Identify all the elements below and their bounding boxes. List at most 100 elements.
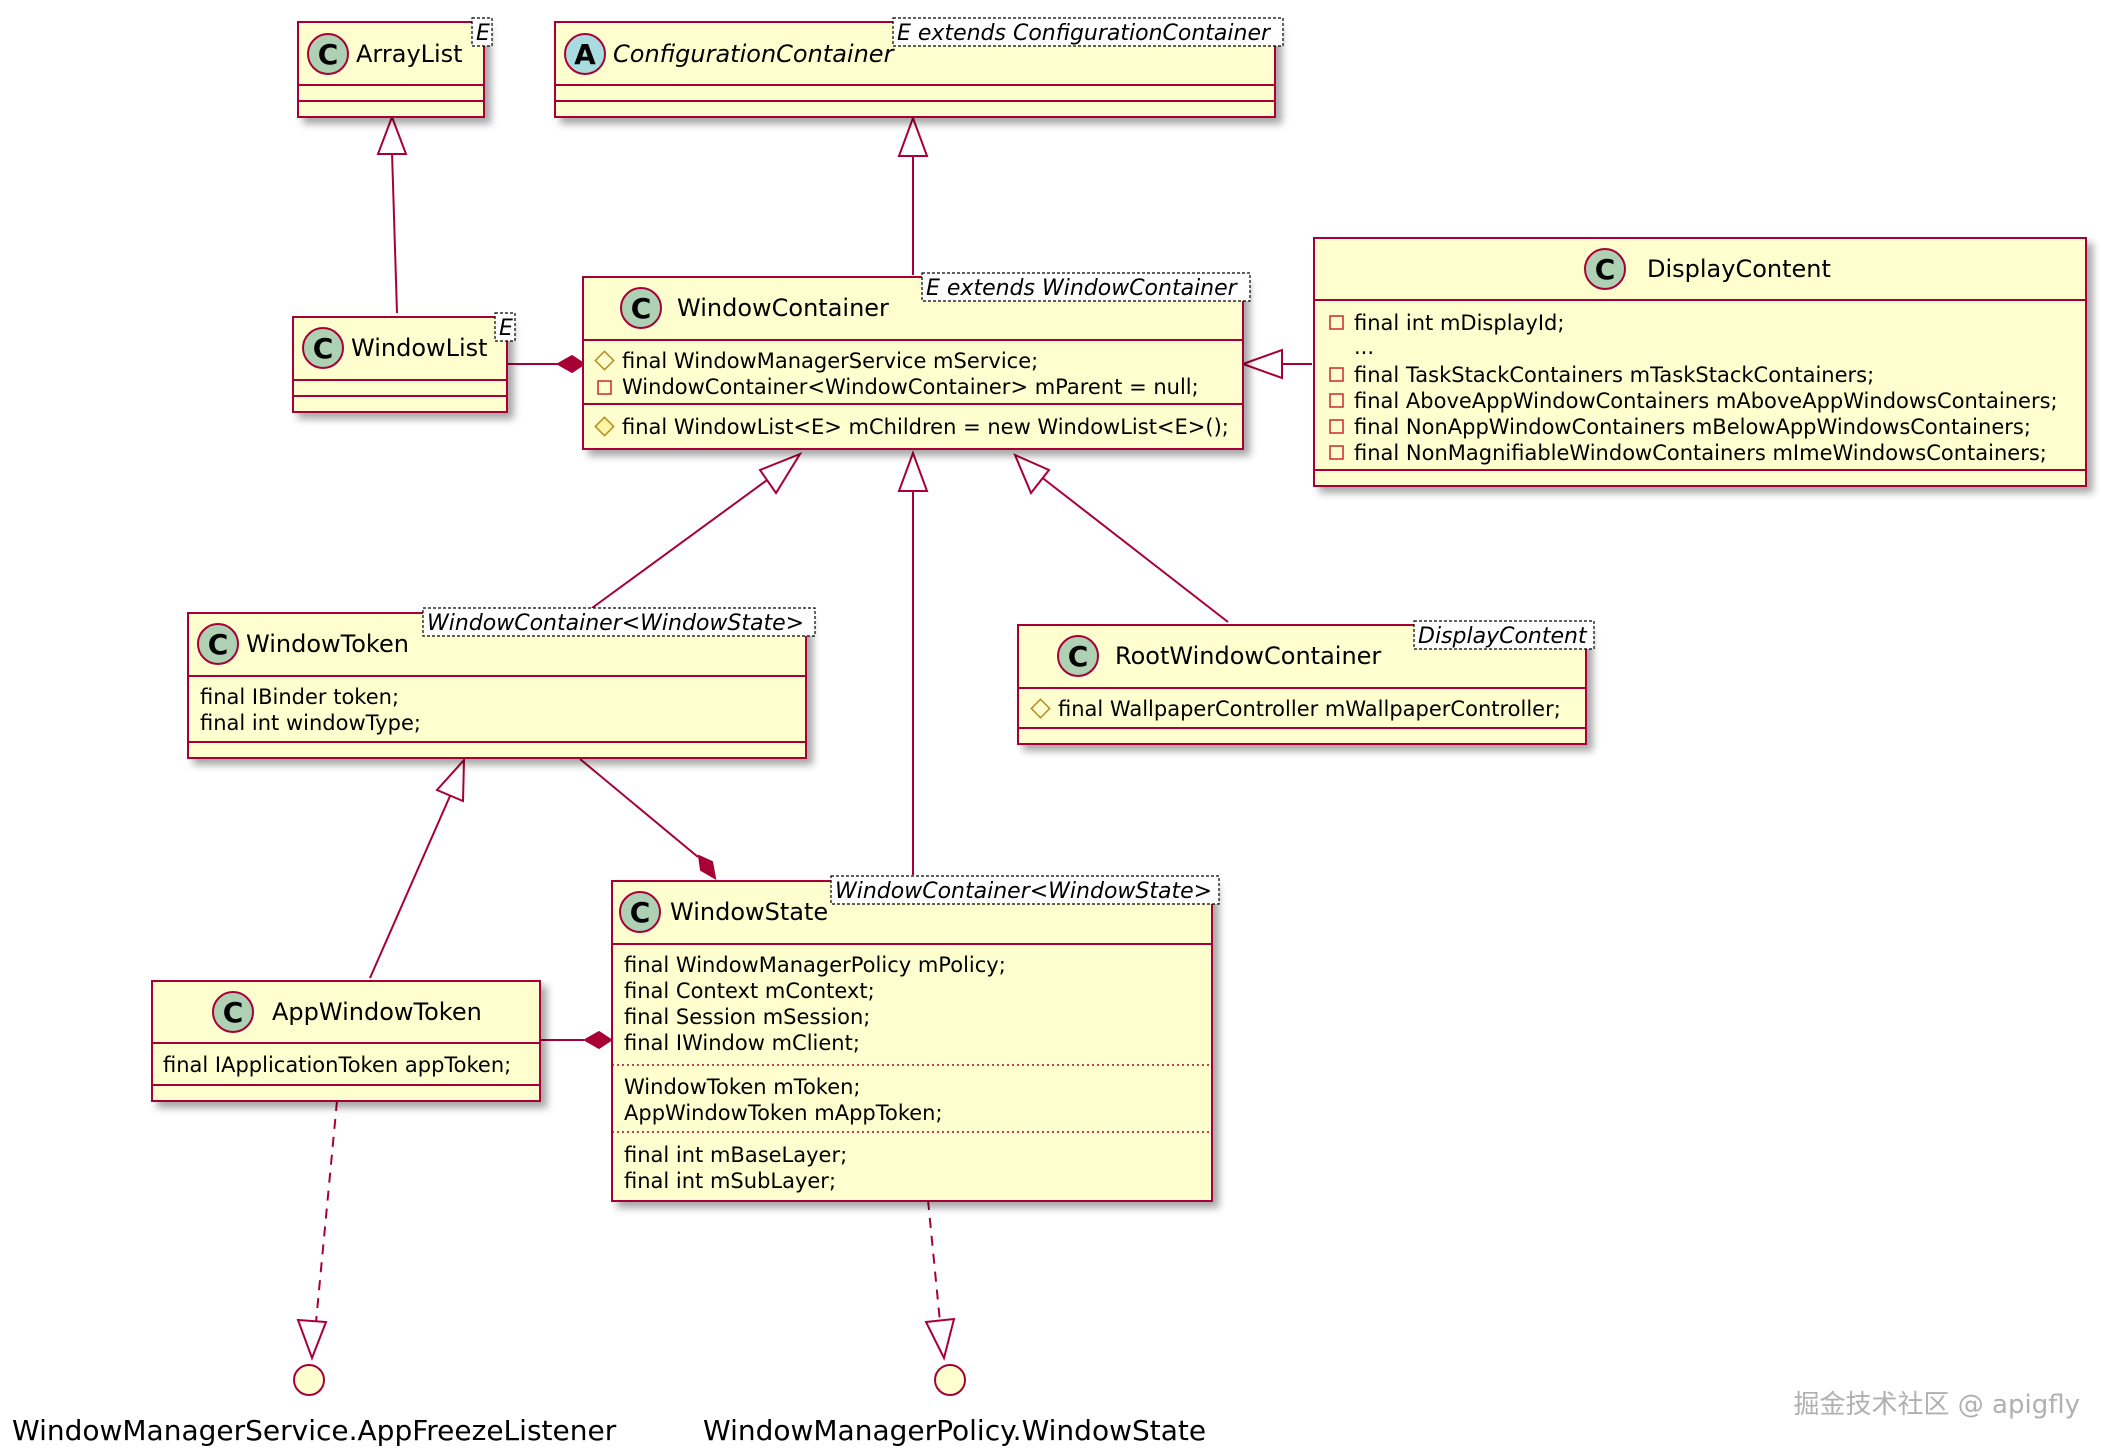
class-name: ArrayList [356, 40, 463, 68]
class-name: WindowContainer [677, 294, 889, 322]
inheritance-arrowhead [1240, 348, 1283, 380]
stereotype-letter: C [1068, 640, 1089, 673]
template-box [471, 17, 493, 47]
template-box [422, 607, 816, 637]
template-box [494, 312, 516, 342]
stereotype-letter: A [574, 38, 596, 71]
relationships [296, 114, 1312, 1361]
class-name: WindowList [351, 334, 488, 362]
private-visibility-icon [1329, 315, 1344, 330]
class-stereotype-icon [307, 33, 349, 75]
interface-appfreezelistener[interactable]: WindowManagerService.AppFreezeListener [12, 1364, 617, 1447]
field: final Context mContext; [624, 979, 875, 1003]
template-parameter: E [499, 316, 513, 341]
field: final WindowManagerService mService; [622, 349, 1038, 373]
class-displaycontent[interactable]: C DisplayContent final int mDisplayId; .… [1313, 237, 2087, 487]
stereotype-letter: C [631, 292, 652, 325]
class-name: DisplayContent [1647, 255, 1831, 283]
class-name: WindowToken [246, 630, 409, 658]
field: WindowToken mToken; [624, 1075, 861, 1099]
template-parameter: WindowContainer<WindowState> [427, 611, 804, 636]
template-parameter: E extends WindowContainer [926, 276, 1239, 301]
stereotype-letter: C [313, 332, 334, 365]
field: final IWindow mClient; [624, 1031, 860, 1055]
edge-appwindowtoken-implements-appfreezelistener [315, 1100, 338, 1323]
private-visibility-icon [1329, 393, 1344, 408]
field: WindowContainer<WindowContainer> mParent… [622, 375, 1199, 399]
edge-windowlist-extends-arraylist [391, 151, 398, 314]
private-visibility-icon [1329, 445, 1344, 460]
edge-rootwindowcontainer-extends-windowcontainer [1039, 475, 1229, 623]
class-windowcontainer[interactable]: C WindowContainer E extends WindowContai… [582, 272, 1251, 450]
interface-lollipop-icon [293, 1364, 325, 1396]
field: ... [1354, 335, 1374, 359]
class-stereotype-icon [1057, 635, 1099, 677]
template-box [892, 17, 1284, 47]
edge-windowstate-implements-policy-windowstate [927, 1199, 941, 1323]
inheritance-arrowhead [897, 115, 929, 157]
composition-diamond [555, 354, 586, 374]
protected-visibility-icon [594, 416, 615, 437]
class-stereotype-icon [620, 287, 662, 329]
template-parameter: WindowContainer<WindowState> [835, 879, 1212, 904]
realization-arrowhead [296, 1318, 328, 1361]
inheritance-arrowhead [435, 757, 466, 803]
stereotype-letter: C [630, 896, 651, 929]
template-box [921, 272, 1251, 302]
class-name: WindowState [670, 898, 828, 926]
private-visibility-icon [597, 380, 612, 395]
class-windowlist[interactable]: C WindowList E [292, 312, 516, 413]
class-name: ConfigurationContainer [613, 40, 896, 68]
composition-diamond [697, 854, 717, 880]
template-box [1413, 620, 1595, 650]
edge-windowstate-composes-windowtoken [579, 758, 699, 858]
class-name: RootWindowContainer [1115, 642, 1381, 670]
field: final WallpaperController mWallpaperCont… [1058, 697, 1561, 721]
field: final int mBaseLayer; [624, 1143, 847, 1167]
field: final IBinder token; [200, 685, 399, 709]
private-visibility-icon [1329, 367, 1344, 382]
watermark: 掘金技术社区 @ apigfly [1794, 1390, 2080, 1420]
interface-name: WindowManagerPolicy.WindowState [703, 1414, 1206, 1447]
edge-windowtoken-extends-windowcontainer [591, 474, 775, 609]
protected-visibility-icon [1030, 698, 1051, 719]
field: final NonMagnifiableWindowContainers mIm… [1354, 441, 2047, 465]
field: final AboveAppWindowContainers mAboveApp… [1354, 389, 2058, 413]
stereotype-letter: C [1595, 253, 1616, 286]
class-rootwindowcontainer[interactable]: C RootWindowContainer DisplayContent fin… [1017, 620, 1595, 745]
inheritance-arrowhead [897, 450, 929, 492]
class-windowtoken[interactable]: C WindowToken WindowContainer<WindowStat… [187, 607, 816, 759]
composition-diamond [582, 1030, 613, 1050]
protected-visibility-icon [594, 350, 615, 371]
class-configurationcontainer[interactable]: A ConfigurationContainer E extends Confi… [554, 17, 1284, 118]
field: final IApplicationToken appToken; [163, 1053, 511, 1077]
edge-appwindowtoken-extends-windowtoken [369, 795, 451, 979]
class-stereotype-icon [1584, 248, 1626, 290]
inheritance-arrowhead [376, 114, 408, 155]
template-box [830, 875, 1220, 905]
field: final Session mSession; [624, 1005, 870, 1029]
class-windowstate[interactable]: C WindowState WindowContainer<WindowStat… [611, 875, 1220, 1202]
field: final TaskStackContainers mTaskStackCont… [1354, 363, 1874, 387]
class-arraylist[interactable]: C ArrayList E [297, 17, 493, 118]
interface-name: WindowManagerService.AppFreezeListener [12, 1414, 617, 1447]
field: final int mDisplayId; [1354, 311, 1564, 335]
stereotype-letter: C [318, 38, 339, 71]
class-appwindowtoken[interactable]: C AppWindowToken final IApplicationToken… [151, 980, 541, 1102]
interface-policy-windowstate[interactable]: WindowManagerPolicy.WindowState [703, 1364, 1206, 1447]
field: final NonAppWindowContainers mBelowAppWi… [1354, 415, 2031, 439]
abstract-stereotype-icon [564, 33, 606, 75]
class-stereotype-icon [619, 891, 661, 933]
inheritance-arrowhead [758, 451, 803, 495]
inheritance-arrowhead [1013, 453, 1051, 495]
private-visibility-icon [1329, 419, 1344, 434]
class-stereotype-icon [197, 623, 239, 665]
stereotype-letter: C [208, 628, 229, 661]
field: final WindowManagerPolicy mPolicy; [624, 953, 1006, 977]
field: final int windowType; [200, 711, 421, 735]
field: AppWindowToken mAppToken; [624, 1101, 943, 1125]
template-parameter: E extends ConfigurationContainer [897, 21, 1272, 46]
class-stereotype-icon [302, 327, 344, 369]
realization-arrowhead [924, 1317, 956, 1361]
